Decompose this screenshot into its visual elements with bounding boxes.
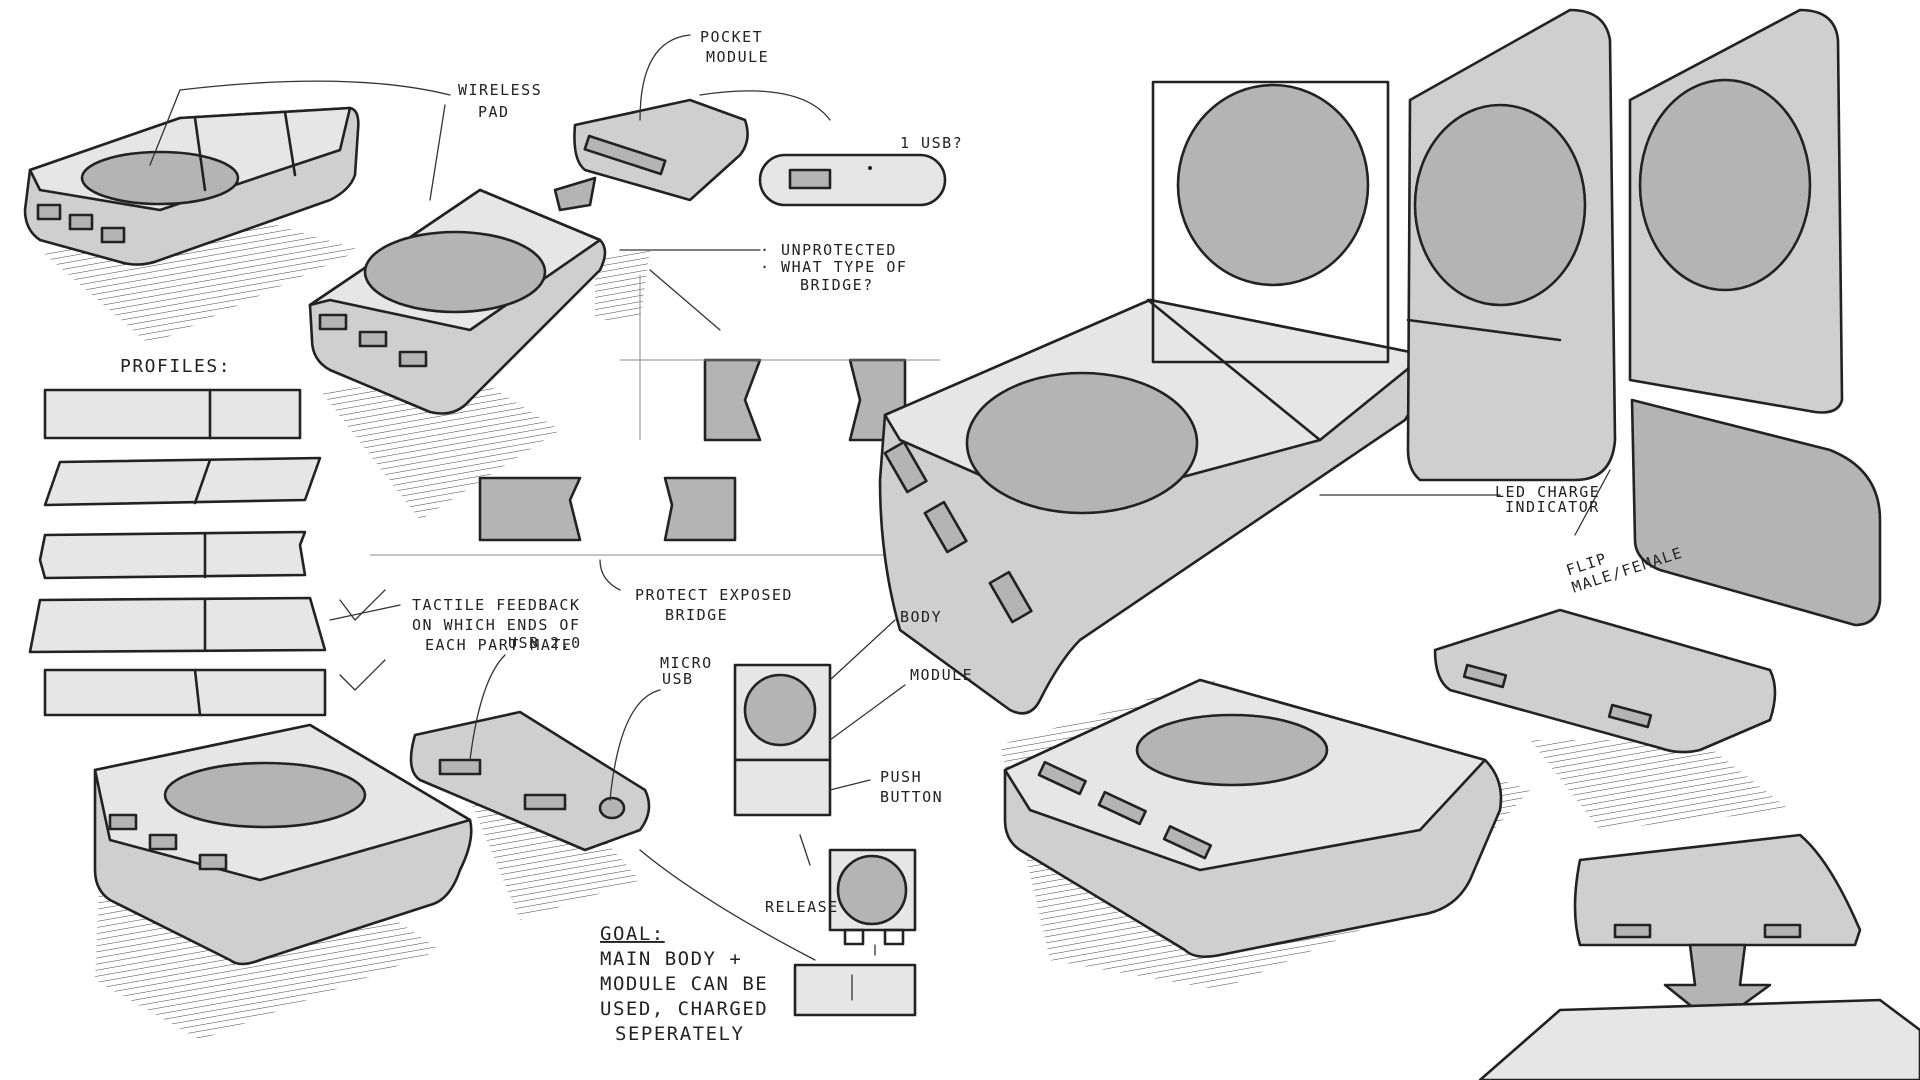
annotation-profiles: PROFILES: bbox=[120, 356, 231, 377]
annotation-protect-bridge: PROTECT EXPOSED BRIDGE bbox=[635, 586, 793, 624]
annotation-pocket-module: POCKET MODULE bbox=[700, 28, 769, 66]
svg-text:PROTECT EXPOSED: PROTECT EXPOSED bbox=[635, 586, 793, 604]
annotation-module: MODULE bbox=[910, 666, 973, 684]
svg-text:INDICATOR: INDICATOR bbox=[1505, 498, 1600, 516]
annotation-goal: GOAL: MAIN BODY + MODULE CAN BE USED, CH… bbox=[600, 923, 768, 1045]
power-bank-sketch-top-left bbox=[23, 106, 360, 345]
svg-text:BRIDGE?: BRIDGE? bbox=[800, 276, 874, 294]
leader-lines bbox=[149, 34, 1611, 961]
svg-text:MODULE CAN BE: MODULE CAN BE bbox=[600, 973, 768, 995]
annotation-release: RELEASE bbox=[765, 898, 839, 916]
annotation-one-usb: 1 USB? bbox=[900, 134, 963, 152]
svg-text:USB: USB bbox=[662, 670, 694, 688]
svg-text:POCKET: POCKET bbox=[700, 28, 763, 46]
svg-text:· UNPROTECTED: · UNPROTECTED bbox=[760, 241, 897, 259]
svg-text:MODULE: MODULE bbox=[706, 48, 769, 66]
profiles-sketches bbox=[28, 388, 401, 717]
annotation-push-button: PUSH BUTTON bbox=[880, 768, 943, 806]
svg-text:LED CHARGE: LED CHARGE bbox=[1495, 483, 1600, 501]
svg-text:MICRO: MICRO bbox=[660, 654, 713, 672]
annotation-tactile-feedback: TACTILE FEEDBACK ON WHICH ENDS OF EACH P… bbox=[412, 596, 581, 654]
svg-text:GOAL:: GOAL: bbox=[600, 923, 665, 945]
svg-text:PAD: PAD bbox=[478, 103, 510, 121]
module-release-diagrams bbox=[733, 663, 917, 1017]
svg-text:WIRELESS: WIRELESS bbox=[458, 81, 542, 99]
svg-text:USED, CHARGED: USED, CHARGED bbox=[600, 998, 768, 1020]
svg-text:BUTTON: BUTTON bbox=[880, 788, 943, 806]
svg-text:· WHAT TYPE OF: · WHAT TYPE OF bbox=[760, 258, 907, 276]
upright-panels-sketches bbox=[1151, 8, 1882, 627]
annotation-micro-usb: MICRO USB bbox=[660, 654, 713, 688]
annotation-wireless-pad: WIRELESS PAD bbox=[458, 81, 542, 121]
svg-text:MAIN BODY +: MAIN BODY + bbox=[600, 948, 742, 970]
svg-text:BRIDGE: BRIDGE bbox=[665, 606, 728, 624]
annotation-body: BODY bbox=[900, 608, 942, 626]
power-bank-sketch-lower-right bbox=[1000, 608, 1920, 1080]
power-bank-sketch-top-middle bbox=[308, 98, 947, 520]
svg-text:PUSH: PUSH bbox=[880, 768, 922, 786]
annotation-led-indicator: LED CHARGE INDICATOR bbox=[1495, 483, 1600, 516]
annotation-unprotected: · UNPROTECTED · WHAT TYPE OF BRIDGE? bbox=[760, 241, 907, 294]
power-bank-sketch-bottom-left bbox=[93, 710, 651, 1040]
power-bank-sketch-large-center bbox=[878, 298, 1428, 715]
svg-text:SEPERATELY: SEPERATELY bbox=[615, 1023, 744, 1045]
svg-text:EACH PART MATE: EACH PART MATE bbox=[425, 636, 572, 654]
bridge-detail-sketches bbox=[370, 275, 940, 556]
svg-text:TACTILE FEEDBACK: TACTILE FEEDBACK bbox=[412, 596, 581, 614]
svg-text:ON WHICH ENDS OF: ON WHICH ENDS OF bbox=[412, 616, 581, 634]
annotation-usb-2: USB 2.0 bbox=[508, 634, 582, 652]
